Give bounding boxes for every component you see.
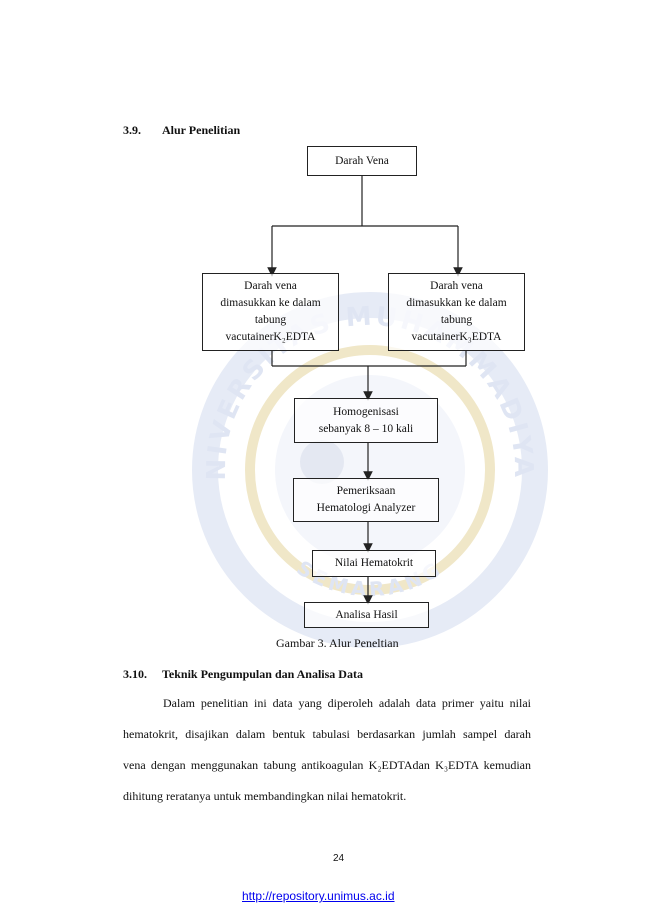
flow-box-k2edta-line: vacutainerK₂EDTA	[225, 331, 316, 343]
flow-box-k3edta-line: dimasukkan ke dalam	[406, 297, 507, 309]
flow-box-homogenisasi-line: Homogenisasi	[333, 405, 399, 418]
flow-box-k3edta-line: tabung	[440, 314, 473, 326]
flow-box-k2edta-line: Darah vena	[244, 280, 297, 292]
flow-box-k2edta-line: tabung	[254, 314, 287, 326]
paragraph-line: Dalam penelitian ini data yang diperoleh…	[163, 696, 531, 710]
flow-box-homogenisasi: Homogenisasi sebanyak 8 – 10 kali	[294, 398, 438, 443]
flow-box-pemeriksaan: Pemeriksaan Hematologi Analyzer	[293, 478, 439, 522]
flow-box-pemeriksaan-line: Pemeriksaan	[336, 485, 396, 497]
flow-box-darah-vena-label: Darah Vena	[335, 154, 389, 167]
paragraph-line: hematokrit, disajikan dalam bentuk tabul…	[123, 727, 531, 741]
section-3-10-title: Teknik Pengumpulan dan Analisa Data	[162, 667, 363, 681]
flow-box-k2edta-line: dimasukkan ke dalam	[220, 297, 321, 309]
paragraph-line: dihitung reratanya untuk membandingkan n…	[123, 789, 407, 803]
section-3-9-title: Alur Penelitian	[162, 123, 241, 137]
section-3-9-number: 3.9.	[123, 123, 141, 137]
flow-box-homogenisasi-line: sebanyak 8 – 10 kali	[318, 422, 414, 435]
flow-box-nilai-hematokrit: Nilai Hematokrit	[312, 550, 436, 577]
flow-box-k2edta: Darah vena dimasukkan ke dalam tabung va…	[202, 273, 339, 351]
flow-box-k3edta: Darah vena dimasukkan ke dalam tabung va…	[388, 273, 525, 351]
section-3-10-number: 3.10.	[123, 667, 147, 681]
repository-link[interactable]: http://repository.unimus.ac.id	[242, 889, 395, 903]
flow-box-analisa-hasil: Analisa Hasil	[304, 602, 429, 628]
flow-box-darah-vena: Darah Vena	[307, 146, 417, 176]
page-number: 24	[333, 853, 345, 864]
figure-caption: Gambar 3. Alur Peneltian	[276, 636, 399, 650]
flow-box-nilai-hematokrit-label: Nilai Hematokrit	[334, 557, 414, 569]
flow-box-k3edta-line: Darah vena	[430, 280, 483, 292]
paragraph-line: vena dengan menggunakan tabung antikoagu…	[123, 758, 531, 772]
body-paragraph: Dalam penelitian ini data yang diperoleh…	[123, 688, 531, 812]
flow-box-k3edta-line: vacutainerK₃EDTA	[411, 331, 502, 343]
flow-box-analisa-hasil-label: Analisa Hasil	[335, 608, 398, 621]
flow-box-pemeriksaan-line: Hematologi Analyzer	[316, 502, 416, 514]
